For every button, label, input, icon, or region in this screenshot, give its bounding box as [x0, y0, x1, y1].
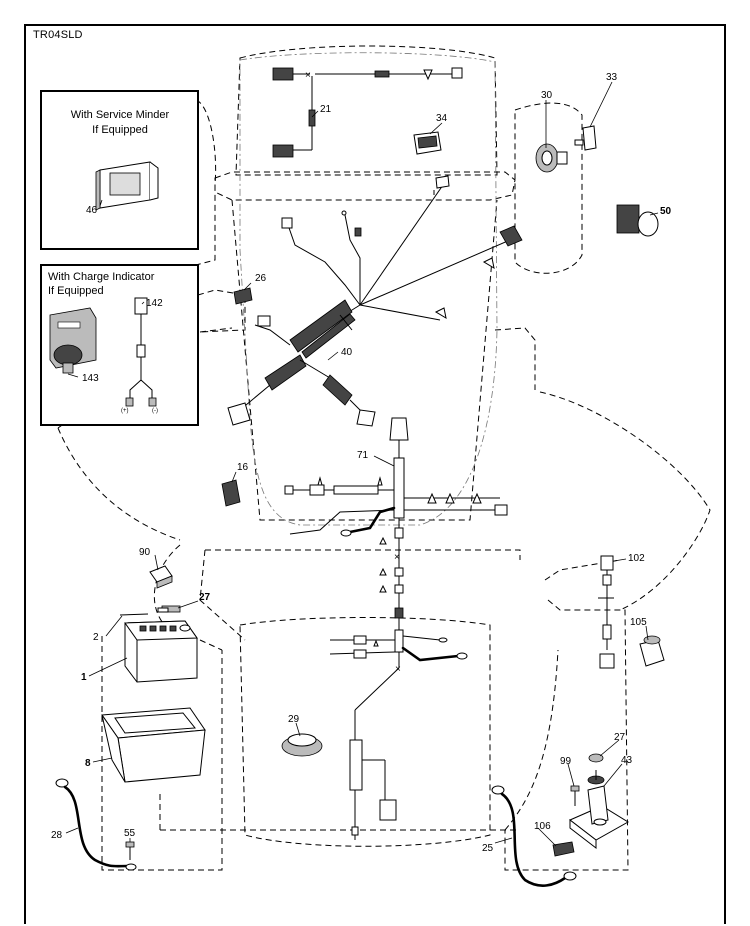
charge-indicator-plus: (+)	[121, 408, 129, 414]
callout-33: 33	[606, 72, 618, 83]
callout-27-battery: 27	[199, 592, 211, 603]
callout-26: 26	[255, 273, 267, 284]
nut-27	[588, 753, 604, 763]
leader-lines	[65, 81, 659, 847]
service-minder-box: With Service Minder If Equipped	[40, 90, 199, 250]
callout-1: 1	[81, 672, 87, 683]
callout-30: 30	[541, 90, 553, 101]
seat-switch-29	[281, 733, 323, 757]
callout-142: 142	[146, 298, 163, 309]
starter-cable-25	[491, 785, 577, 887]
bolt-55	[125, 841, 135, 860]
main-harness-40	[227, 175, 523, 427]
callout-43: 43	[621, 755, 633, 766]
solenoid-105	[639, 635, 665, 667]
callout-28: 28	[51, 830, 63, 841]
callout-40: 40	[341, 347, 353, 358]
callout-99: 99	[560, 756, 572, 767]
diagram-code: TR04SLD	[33, 29, 83, 41]
relay-16	[221, 479, 241, 507]
diagram-frame	[24, 24, 726, 924]
callout-2: 2	[93, 632, 99, 643]
starter-43	[569, 770, 629, 850]
harness-102	[598, 555, 615, 669]
callout-71: 71	[357, 450, 369, 461]
tractor-outline	[57, 45, 711, 871]
connector-26	[233, 287, 253, 305]
charge-indicator-title: With Charge Indicator	[48, 271, 155, 283]
callout-102: 102	[628, 553, 645, 564]
svg-text:×: ×	[305, 70, 311, 81]
dash-harness: ×	[272, 67, 463, 158]
charge-indicator-subtitle: If Equipped	[48, 285, 104, 297]
callout-46: 46	[86, 205, 98, 216]
charge-indicator-gauge	[49, 307, 97, 374]
callout-34: 34	[436, 113, 448, 124]
service-minder-subtitle: If Equipped	[92, 124, 148, 136]
callout-55: 55	[124, 828, 136, 839]
callout-143: 143	[82, 373, 99, 384]
service-minder-module	[95, 161, 159, 211]
switch-50	[616, 204, 659, 237]
callout-8: 8	[85, 758, 91, 769]
battery-tray-8	[101, 707, 206, 783]
component-90	[149, 565, 173, 589]
harness-71: × ×	[284, 417, 508, 840]
service-minder-title: With Service Minder	[71, 109, 170, 121]
bolt-99	[570, 785, 580, 806]
callout-90: 90	[139, 547, 151, 558]
callout-50: 50	[660, 206, 672, 217]
battery-cable-28	[55, 778, 137, 871]
callout-labels: 21 34 30 33 50 46 142 143 26 40 16 71 90…	[51, 72, 672, 854]
ignition-switch-30	[535, 143, 568, 173]
callout-29: 29	[288, 714, 300, 725]
callout-25: 25	[482, 843, 494, 854]
callout-105: 105	[630, 617, 647, 628]
switch-34	[413, 131, 442, 155]
callout-27-starter: 27	[614, 732, 626, 743]
charge-indicator-box: With Charge Indicator If Equipped (+) (-…	[40, 264, 199, 426]
ignition-key-33	[574, 125, 597, 151]
charge-indicator-minus: (-)	[152, 408, 158, 414]
svg-text:×: ×	[395, 664, 401, 675]
svg-text:×: ×	[394, 552, 400, 563]
battery-1	[119, 605, 198, 683]
callout-21: 21	[320, 104, 332, 115]
callout-16: 16	[237, 462, 249, 473]
callout-106: 106	[534, 821, 551, 832]
clip-106	[552, 841, 575, 857]
